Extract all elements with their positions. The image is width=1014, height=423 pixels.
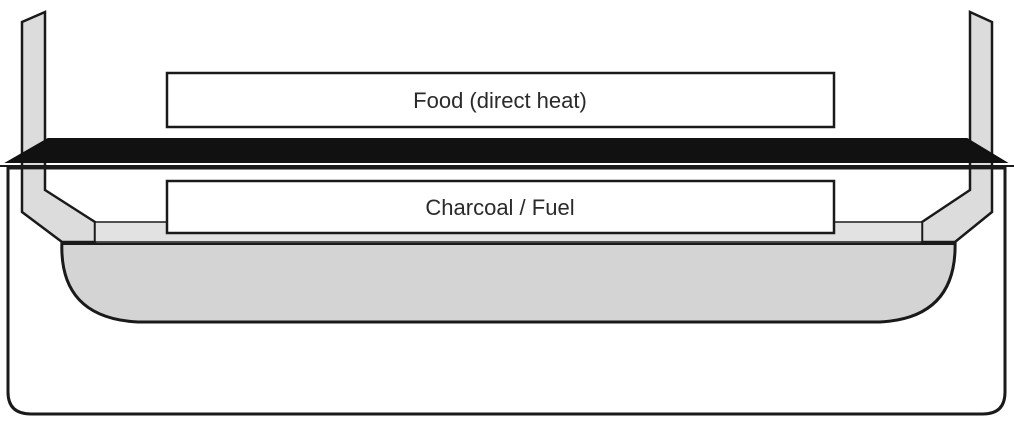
fuel-label: Charcoal / Fuel bbox=[425, 195, 574, 220]
cooking-grate bbox=[4, 138, 1009, 163]
ash-pan bbox=[60, 238, 957, 324]
food-label: Food (direct heat) bbox=[413, 88, 587, 113]
fuel-label-box bbox=[165, 179, 836, 235]
left-side-wall bbox=[20, 10, 47, 170]
right-side-wall bbox=[968, 10, 994, 170]
food-label-box bbox=[165, 71, 836, 129]
